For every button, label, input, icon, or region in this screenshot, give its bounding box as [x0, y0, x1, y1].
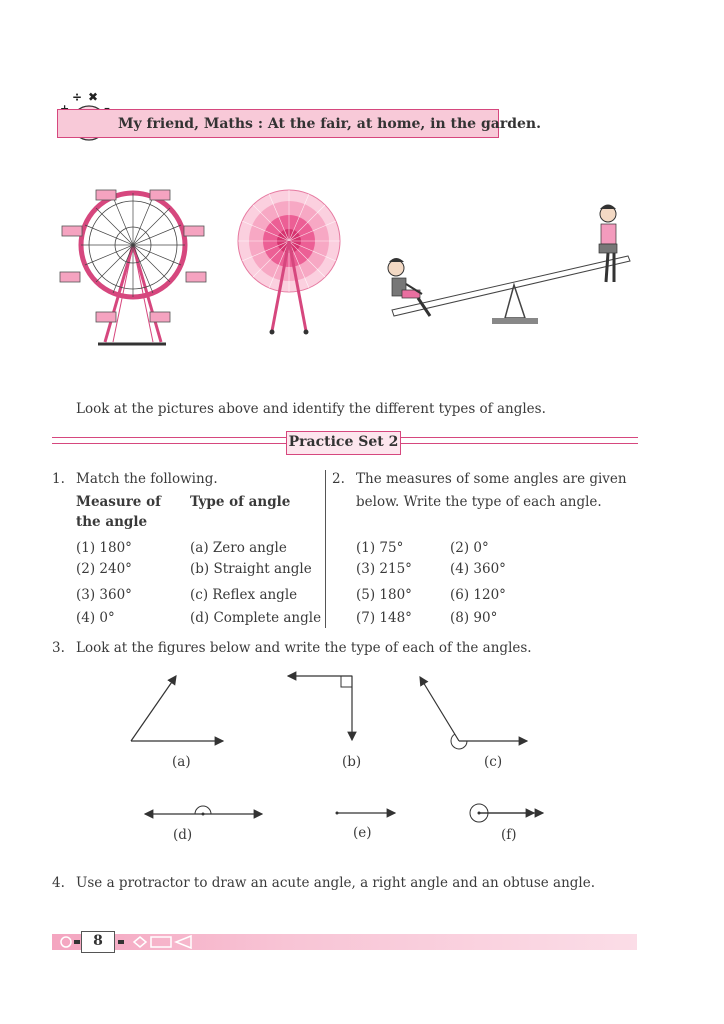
q3-number: 3.: [52, 640, 65, 656]
q2-item: (1) 75°: [356, 540, 404, 556]
svg-text:+: +: [60, 102, 69, 115]
figure-d-straight-angle: [143, 805, 264, 819]
page-number: 8: [81, 931, 115, 953]
svg-text:÷: ÷: [72, 90, 82, 104]
footer-band: [52, 934, 637, 950]
q2-text-line1: The measures of some angles are given: [356, 471, 627, 487]
q1-type: (a) Zero angle: [190, 540, 287, 556]
angle-figures: [130, 671, 545, 823]
q1-number: 1.: [52, 471, 65, 487]
svg-text:✖: ✖: [88, 90, 98, 104]
q2-text-line2: below. Write the type of each angle.: [356, 494, 602, 510]
q2-item: (3) 215°: [356, 561, 412, 577]
spinning-wheel-illustration: [236, 188, 346, 342]
chapter-banner-title: My friend, Maths : At the fair, at home,…: [118, 116, 541, 132]
figure-label-f: (f): [501, 827, 517, 843]
figure-label-a: (a): [172, 754, 191, 770]
figure-f-complete-angle: [469, 803, 545, 823]
q2-item: (4) 360°: [450, 561, 506, 577]
svg-text:–: –: [104, 101, 110, 115]
q2-item: (5) 180°: [356, 587, 412, 603]
figure-label-e: (e): [353, 825, 372, 841]
figure-e-zero-angle: [335, 808, 397, 818]
ferris-wheel-illustration: [58, 180, 208, 354]
q4-text: Use a protractor to draw an acute angle,…: [76, 875, 596, 891]
chapter-banner: [57, 109, 499, 138]
q2-item: (7) 148°: [356, 610, 412, 626]
figure-label-c: (c): [484, 754, 503, 770]
q1-type: (b) Straight angle: [190, 561, 312, 577]
figure-a-acute-angle: [130, 675, 225, 746]
q1-measure: (2) 240°: [76, 561, 132, 577]
q2-item: (8) 90°: [450, 610, 498, 626]
figure-b-right-angle: [286, 671, 357, 742]
footer-shapes: [60, 934, 192, 950]
q3-text: Look at the figures below and write the …: [76, 640, 532, 656]
q1-measure: (3) 360°: [76, 587, 132, 603]
column-divider: [325, 470, 326, 628]
q1-col2-header: Type of angle: [190, 494, 291, 510]
q1-measure: (4) 0°: [76, 610, 115, 626]
q1-measure: (1) 180°: [76, 540, 132, 556]
q1-col1-header-2: the angle: [76, 514, 148, 530]
q2-item: (2) 0°: [450, 540, 489, 556]
figure-c-obtuse-angle: [419, 675, 529, 750]
figure-label-d: (d): [173, 827, 193, 843]
q4-number: 4.: [52, 875, 65, 891]
intro-text: Look at the pictures above and identify …: [76, 401, 546, 417]
q1-type: (c) Reflex angle: [190, 587, 298, 603]
q2-item: (6) 120°: [450, 587, 506, 603]
figure-label-b: (b): [342, 754, 362, 770]
practice-rule-left: [52, 437, 286, 444]
practice-set-title: Practice Set 2: [286, 431, 401, 455]
practice-rule-right: [401, 437, 638, 444]
q1-text: Match the following.: [76, 471, 218, 487]
q2-number: 2.: [332, 471, 345, 487]
seesaw-illustration: [380, 198, 640, 337]
q1-type: (d) Complete angle: [190, 610, 322, 626]
q1-col1-header: Measure of: [76, 494, 161, 510]
